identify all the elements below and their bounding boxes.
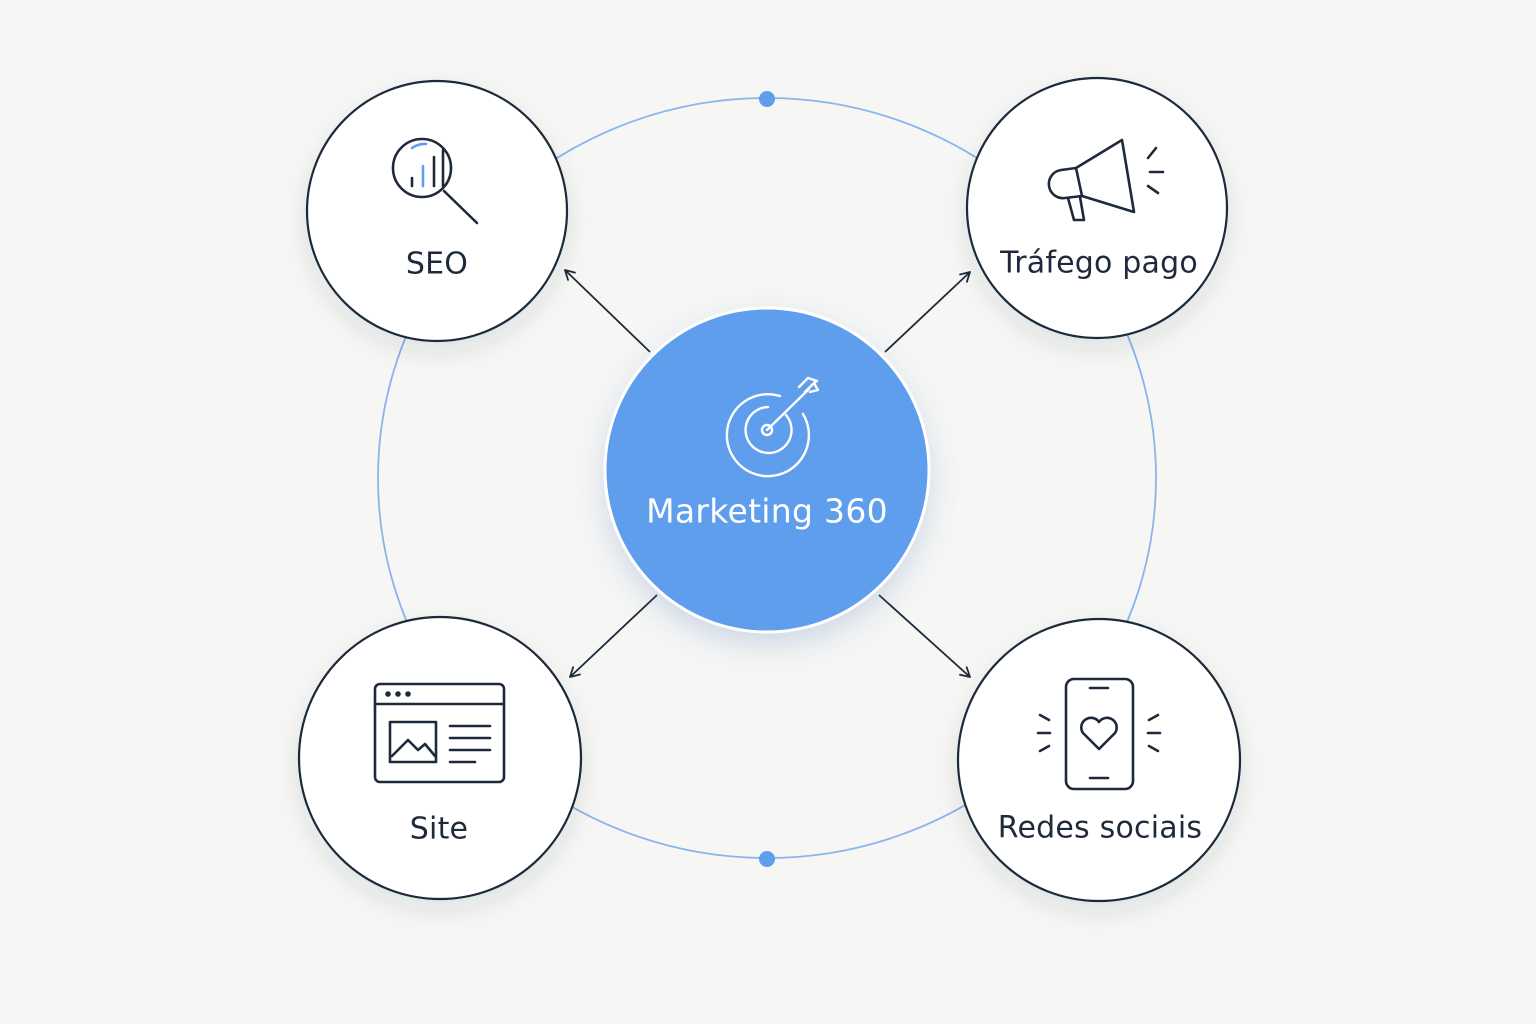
ring-dot-top bbox=[759, 91, 775, 107]
browser-window-icon bbox=[373, 682, 506, 784]
arrow-to-trafego bbox=[884, 271, 971, 353]
node-redes-circle bbox=[956, 617, 1242, 903]
arrow-to-redes bbox=[878, 594, 971, 678]
arrow-to-site bbox=[569, 594, 658, 678]
node-label-site: Site bbox=[409, 811, 469, 847]
megaphone-icon bbox=[1047, 138, 1165, 222]
node-label-seo: SEO bbox=[405, 246, 469, 282]
target-arrow-icon bbox=[725, 376, 820, 478]
node-site-circle bbox=[297, 615, 583, 901]
ring-dot-bottom bbox=[759, 851, 775, 867]
smartphone-heart-icon bbox=[1036, 677, 1162, 791]
node-label-redes: Redes sociais bbox=[997, 810, 1203, 846]
center-circle bbox=[603, 306, 931, 634]
node-trafego-circle bbox=[965, 76, 1229, 340]
seo-analytics-magnifier-icon bbox=[391, 137, 479, 225]
center-label: Marketing 360 bbox=[646, 491, 888, 531]
node-seo-circle bbox=[305, 79, 569, 343]
node-label-trafego: Tráfego pago bbox=[1000, 245, 1198, 281]
arrow-to-seo bbox=[564, 269, 651, 353]
